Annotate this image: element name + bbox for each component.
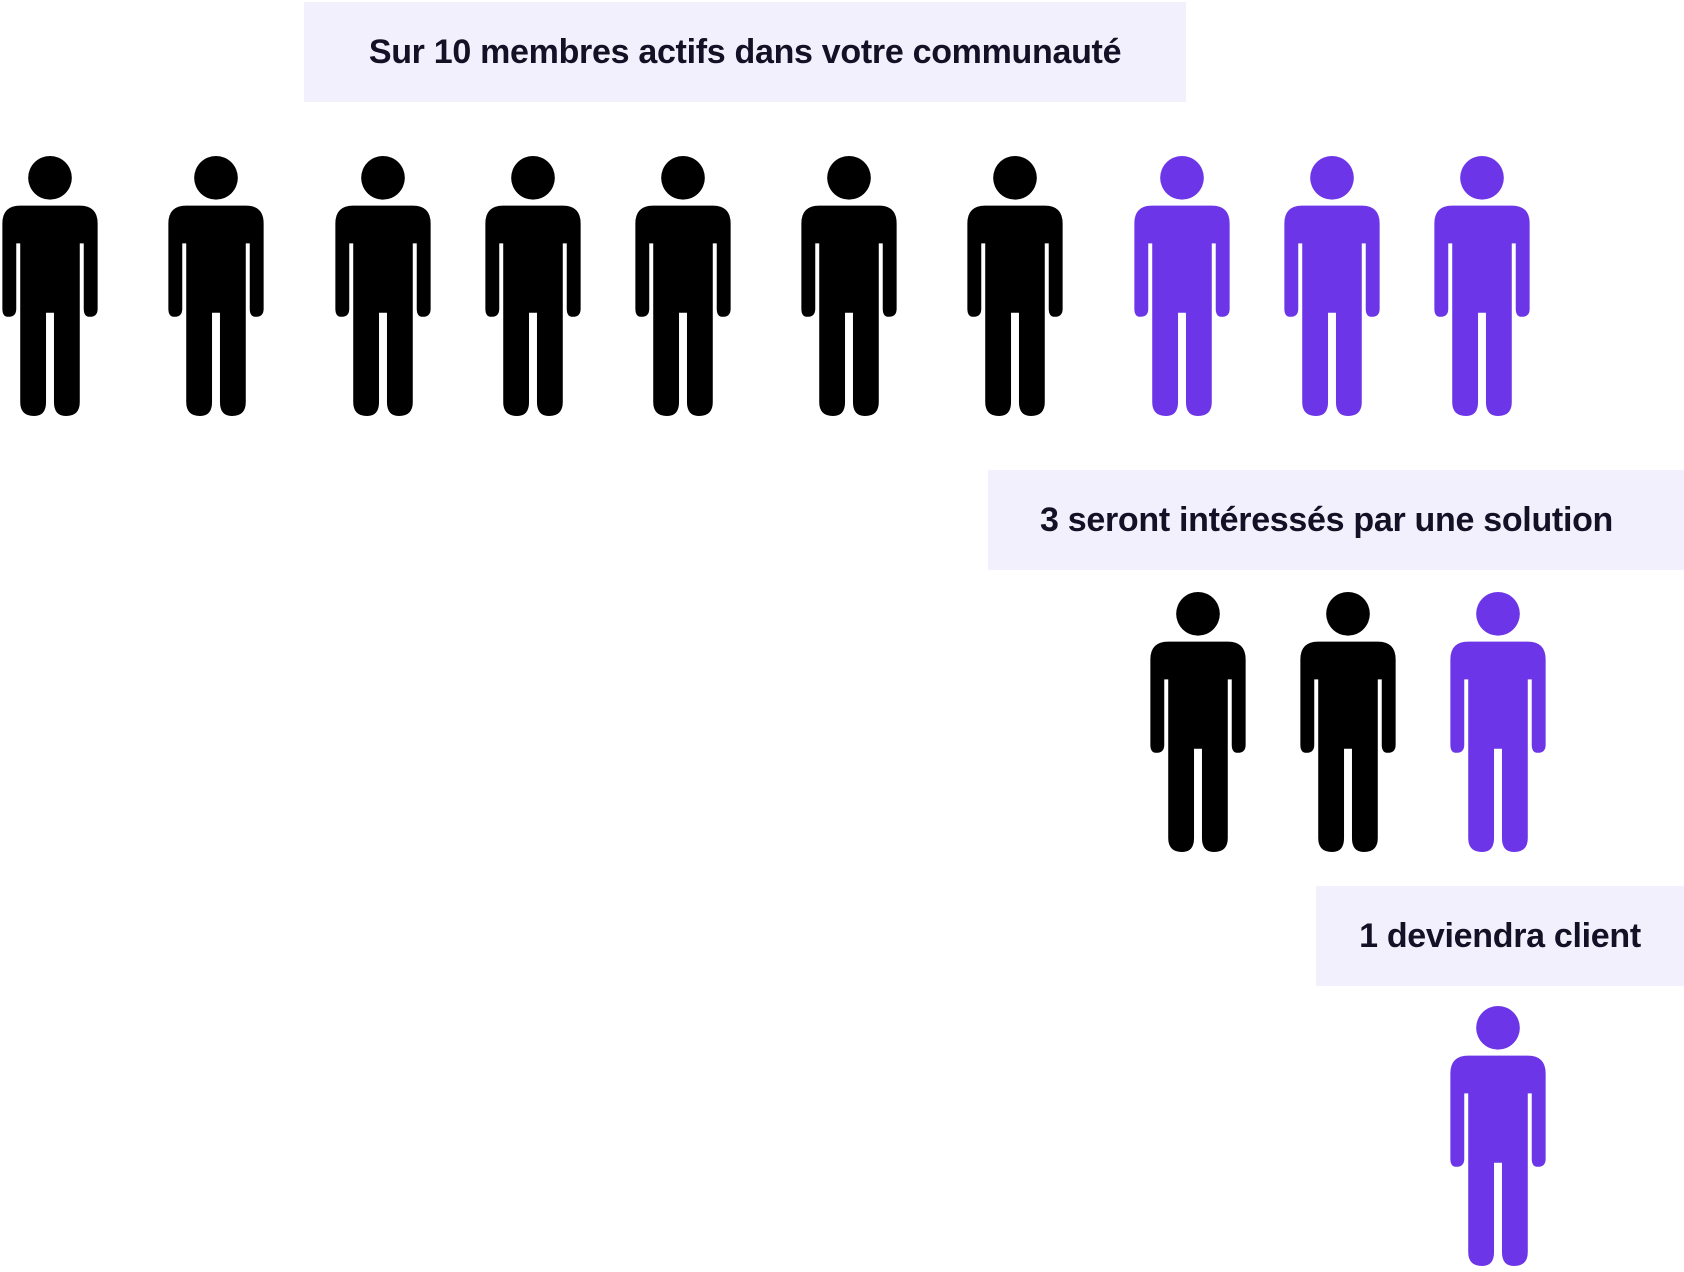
person-icon [0, 154, 100, 418]
person-icon [799, 154, 899, 418]
person-icon [333, 154, 433, 418]
person-icon [1298, 590, 1398, 854]
stage-label-interested: 3 seront intéressés par une solution [988, 470, 1684, 570]
person-icon [1148, 590, 1248, 854]
stage-label-client: 1 deviendra client [1316, 886, 1684, 986]
highlighted-person-icon [1132, 154, 1232, 418]
highlighted-person-icon [1432, 154, 1532, 418]
highlighted-person-icon [1448, 590, 1548, 854]
person-icon [166, 154, 266, 418]
person-icon [965, 154, 1065, 418]
highlighted-person-icon [1282, 154, 1382, 418]
stage-label-total: Sur 10 membres actifs dans votre communa… [304, 2, 1186, 102]
person-icon [633, 154, 733, 418]
person-icon [483, 154, 583, 418]
highlighted-person-icon [1448, 1004, 1548, 1268]
